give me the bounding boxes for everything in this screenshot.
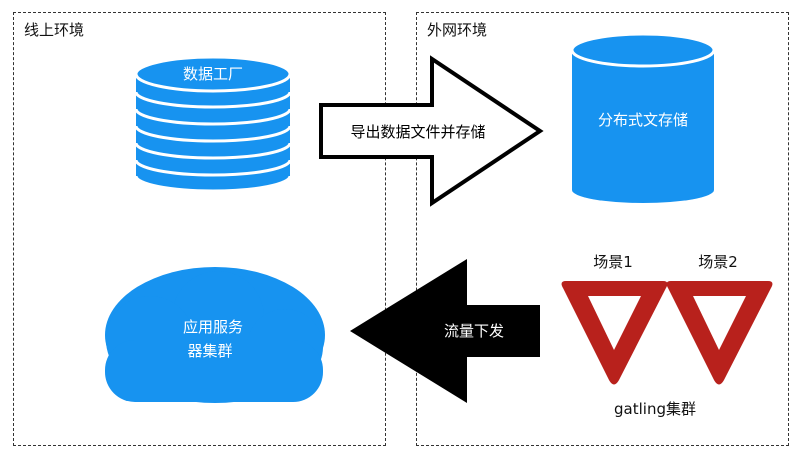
online-environment-region: 线上环境	[13, 12, 386, 446]
cylinder-icon	[570, 32, 716, 203]
traffic-arrow: 流量下发	[350, 259, 540, 403]
arrow-left-icon	[350, 259, 540, 403]
app-cluster-node: 应用服务 器集群	[105, 267, 325, 403]
database-icon	[134, 55, 292, 193]
export-label: 导出数据文件并存储	[350, 123, 485, 141]
data-factory-label: 数据工厂	[183, 65, 243, 83]
distributed-storage-node: 分布式文存储	[570, 32, 716, 203]
yield-triangle-icon	[561, 281, 668, 385]
arrow-right-icon	[319, 55, 544, 207]
yield-triangle-icon	[666, 281, 773, 385]
gatling-cluster-label: gatling集群	[614, 400, 696, 418]
scene2-node: 场景2	[666, 253, 773, 385]
distributed-storage-label: 分布式文存储	[598, 111, 688, 129]
app-cluster-label-line2: 器集群	[187, 342, 232, 360]
cloud-icon	[105, 267, 325, 403]
data-factory-node: 数据工厂	[134, 55, 292, 193]
export-arrow: 导出数据文件并存储	[319, 55, 544, 207]
scene2-label: 场景2	[698, 253, 738, 271]
scene1-label: 场景1	[593, 253, 633, 271]
external-environment-region: 外网环境	[416, 12, 789, 446]
app-cluster-label-line1: 应用服务	[183, 318, 243, 336]
scene1-node: 场景1	[561, 253, 668, 385]
traffic-label: 流量下发	[444, 322, 504, 340]
online-environment-label: 线上环境	[24, 21, 85, 39]
external-environment-label: 外网环境	[427, 21, 488, 39]
